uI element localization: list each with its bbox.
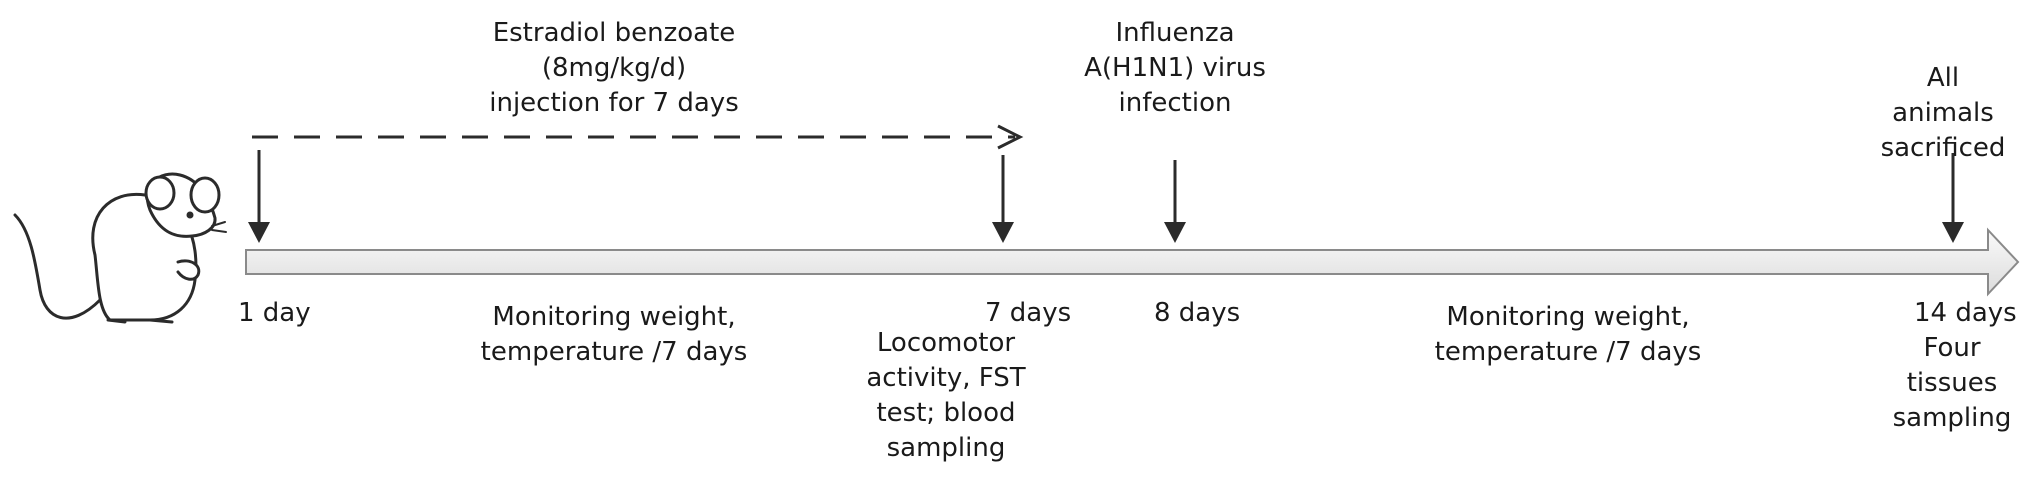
day7-down-arrow <box>992 155 1014 243</box>
day1-label: 1 day <box>238 298 311 328</box>
day8-down-arrow <box>1164 160 1186 243</box>
day8-label: 8 days <box>1154 298 1241 328</box>
animals-sacrificed-label: All animals sacrificed <box>1880 63 2006 163</box>
tests-sampling-label: Locomotor activity, FST test; blood samp… <box>866 328 1026 463</box>
monitoring-label-second: Monitoring weight, temperature /7 days <box>1434 302 1702 367</box>
timeline-arrow <box>245 227 2020 297</box>
mouse-icon <box>13 172 227 324</box>
estradiol-injection-label: Estradiol benzoate (8mg/kg/d) injection … <box>489 18 739 118</box>
day7-label: 7 days <box>985 298 1072 328</box>
day14-down-arrow <box>1942 153 1964 243</box>
day1-down-arrow <box>248 150 270 243</box>
day14-label: 14 days <box>1914 298 2017 328</box>
monitoring-label-first: Monitoring weight, temperature /7 days <box>480 302 748 367</box>
injection-arrowhead <box>997 124 1024 150</box>
influenza-infection-label: Influenza A(H1N1) virus infection <box>1084 18 1266 118</box>
tissues-sampling-label: Four tissues sampling <box>1892 333 2012 433</box>
